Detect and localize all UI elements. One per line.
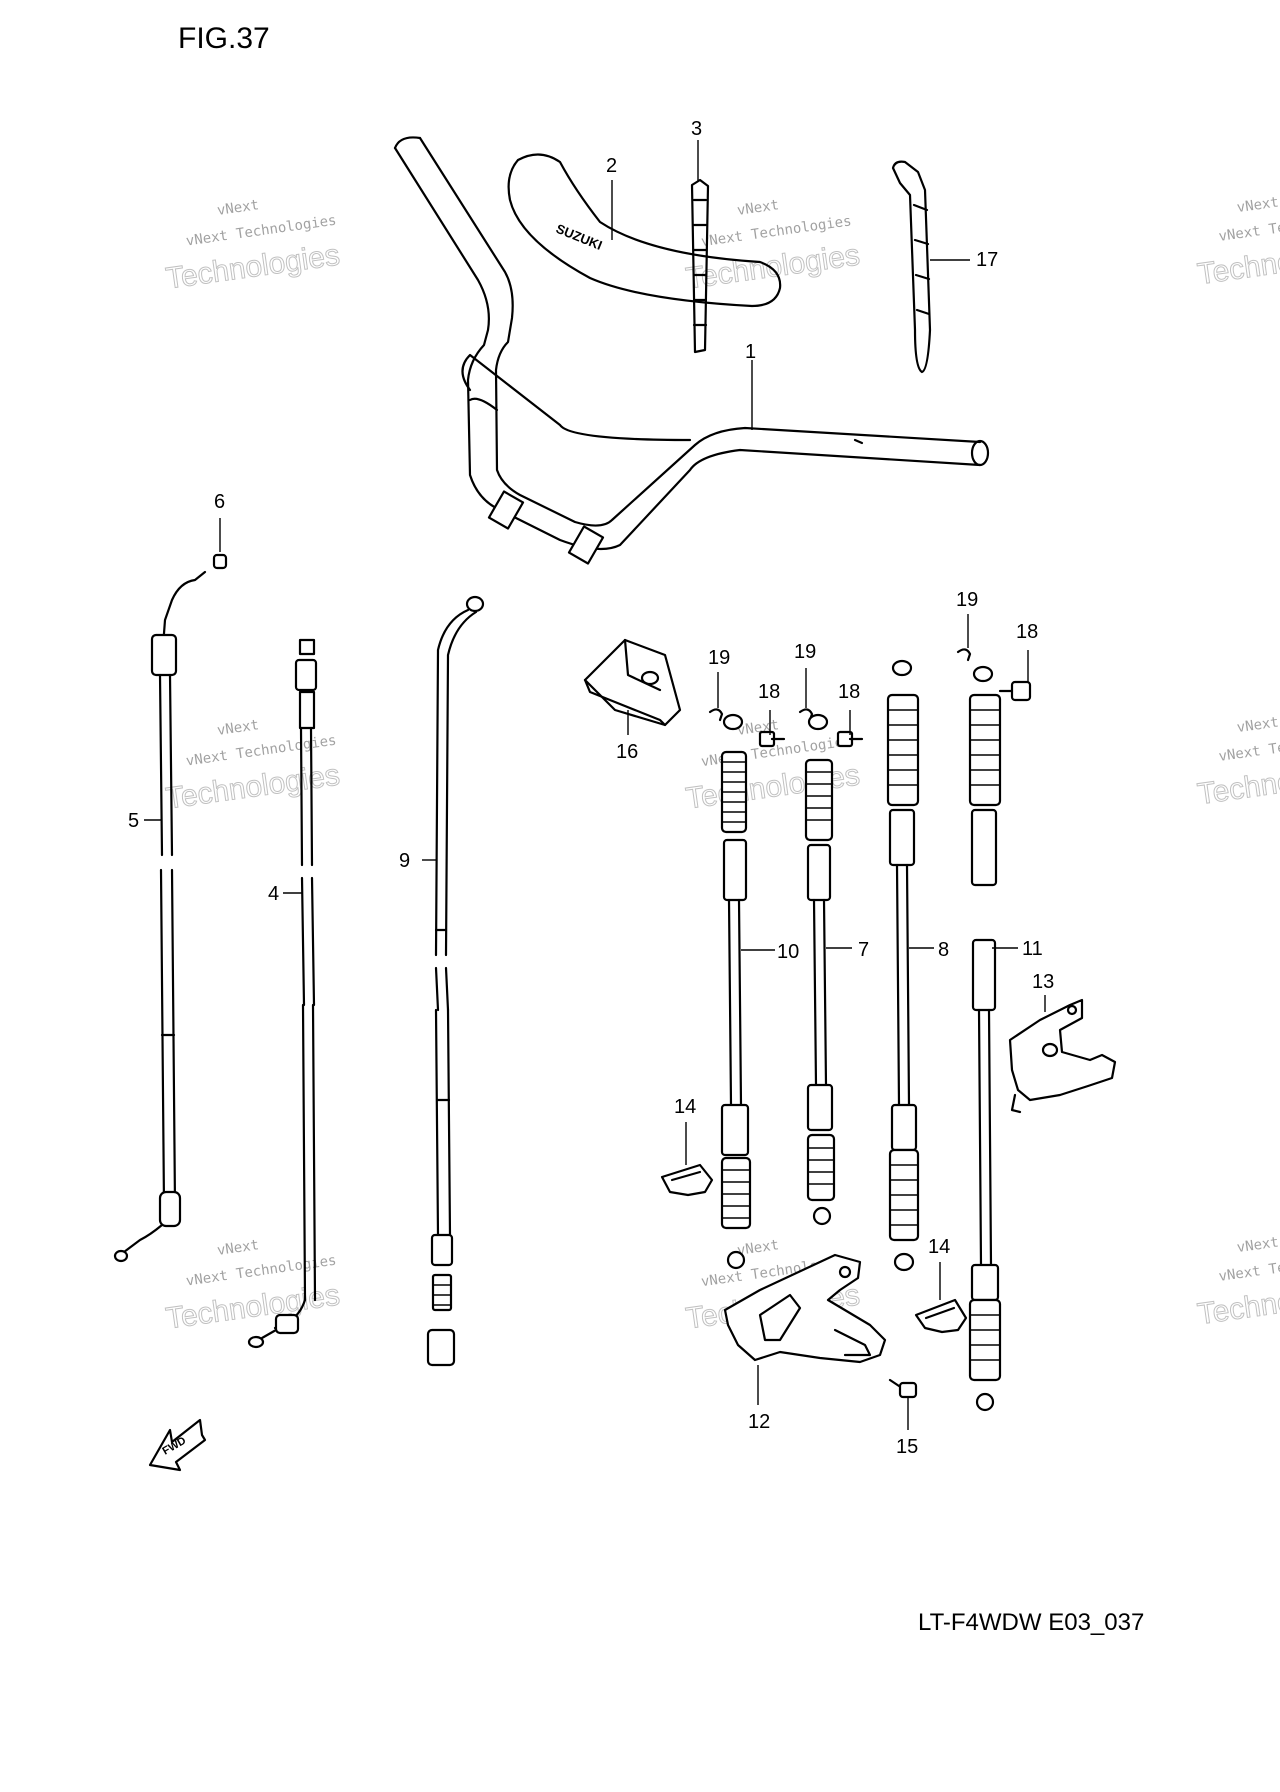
watermark-text: vNext xyxy=(1236,714,1280,736)
watermark-group-mid-left: vNext vNext Technologies Technologies xyxy=(163,717,342,816)
watermark-group-mid-mid: vNext vNext Technologies Technologies xyxy=(683,717,862,816)
callout-14b: 14 xyxy=(928,1236,950,1258)
callout-16: 16 xyxy=(616,741,638,763)
watermark-text: Technologies xyxy=(1196,234,1280,291)
clip-part-19b xyxy=(798,708,814,722)
watermark-text: vNext xyxy=(1236,194,1280,216)
callout-19a: 19 xyxy=(708,647,730,669)
bolt-part-15 xyxy=(888,1378,918,1399)
callout-7: 7 xyxy=(858,939,869,961)
watermark-text: Technologies xyxy=(1196,754,1280,811)
callout-15: 15 xyxy=(896,1436,918,1458)
callout-14a: 14 xyxy=(674,1096,696,1118)
figure-title: FIG.37 xyxy=(178,22,270,55)
forward-direction-badge: FWD xyxy=(148,1418,207,1472)
callout-1: 1 xyxy=(745,341,756,363)
bolt-part-18a xyxy=(758,730,786,748)
callout-18c: 18 xyxy=(1016,621,1038,643)
bracket-part-12 xyxy=(723,1253,887,1364)
throttle-cable-part-4 xyxy=(247,638,318,1349)
brake-cable-part-7 xyxy=(804,713,836,1226)
callout-19c: 19 xyxy=(956,589,978,611)
callout-10: 10 xyxy=(777,941,799,963)
callout-19b: 19 xyxy=(794,641,816,663)
callout-12: 12 xyxy=(748,1411,770,1433)
watermark-group-mid-right: vNext vNext Technologies Technologies xyxy=(1195,714,1280,811)
leader-lines xyxy=(144,140,1046,1430)
watermark-group-low-right: vNext vNext Technologies Technologies xyxy=(1195,1234,1280,1331)
clip-part-14b xyxy=(914,1298,968,1334)
callout-17: 17 xyxy=(976,249,998,271)
cable-part-8 xyxy=(886,659,920,1272)
callout-8: 8 xyxy=(938,939,949,961)
brake-cable-part-10 xyxy=(720,713,752,1270)
clip-part-19c xyxy=(956,648,972,662)
callout-labels: 1 2 3 4 5 6 7 8 9 10 11 12 13 14 14 15 1… xyxy=(128,118,1054,1458)
cable-part-9 xyxy=(426,595,485,1367)
watermark-text: Technologies xyxy=(1196,1274,1280,1331)
bracket-part-16 xyxy=(583,638,682,727)
figure-code: LT-F4WDW E03_037 xyxy=(918,1609,1145,1636)
clip-part-14a xyxy=(660,1163,714,1197)
bolt-part-18c xyxy=(998,680,1032,702)
nut-part-6 xyxy=(212,553,228,570)
grip-brand-text: SUZUKI xyxy=(554,221,604,253)
watermark-text: vNext xyxy=(216,1237,260,1259)
bolt-part-18b xyxy=(836,730,864,748)
watermark-text: vNext xyxy=(216,717,260,739)
watermark-text: vNext xyxy=(736,1237,780,1259)
watermark-group-top-left: vNext vNext Technologies Technologies xyxy=(163,197,342,296)
callout-18a: 18 xyxy=(758,681,780,703)
cable-tie-part-17 xyxy=(891,160,932,374)
throttle-cable-part-5 xyxy=(113,570,207,1263)
callout-18b: 18 xyxy=(838,681,860,703)
bracket-part-13 xyxy=(1008,998,1117,1114)
callout-3: 3 xyxy=(691,118,702,140)
callout-9: 9 xyxy=(399,850,410,872)
callout-6: 6 xyxy=(214,491,225,513)
watermark-group-top-right: vNext vNext Technologies Technologies xyxy=(1195,194,1280,291)
callout-2: 2 xyxy=(606,155,617,177)
cable-part-11 xyxy=(968,665,1002,1412)
callout-5: 5 xyxy=(128,810,139,832)
clip-part-19a xyxy=(708,708,724,722)
watermark-text: vNext xyxy=(1236,1234,1280,1256)
callout-4: 4 xyxy=(268,883,279,905)
handlebar-part-1 xyxy=(393,136,990,565)
watermark-text: vNext xyxy=(216,197,260,219)
watermark-group-top-mid: vNext vNext Technologies Technologies xyxy=(683,197,862,296)
callout-11: 11 xyxy=(1022,938,1043,960)
callout-13: 13 xyxy=(1032,971,1054,993)
watermark-text: vNext xyxy=(736,197,780,219)
